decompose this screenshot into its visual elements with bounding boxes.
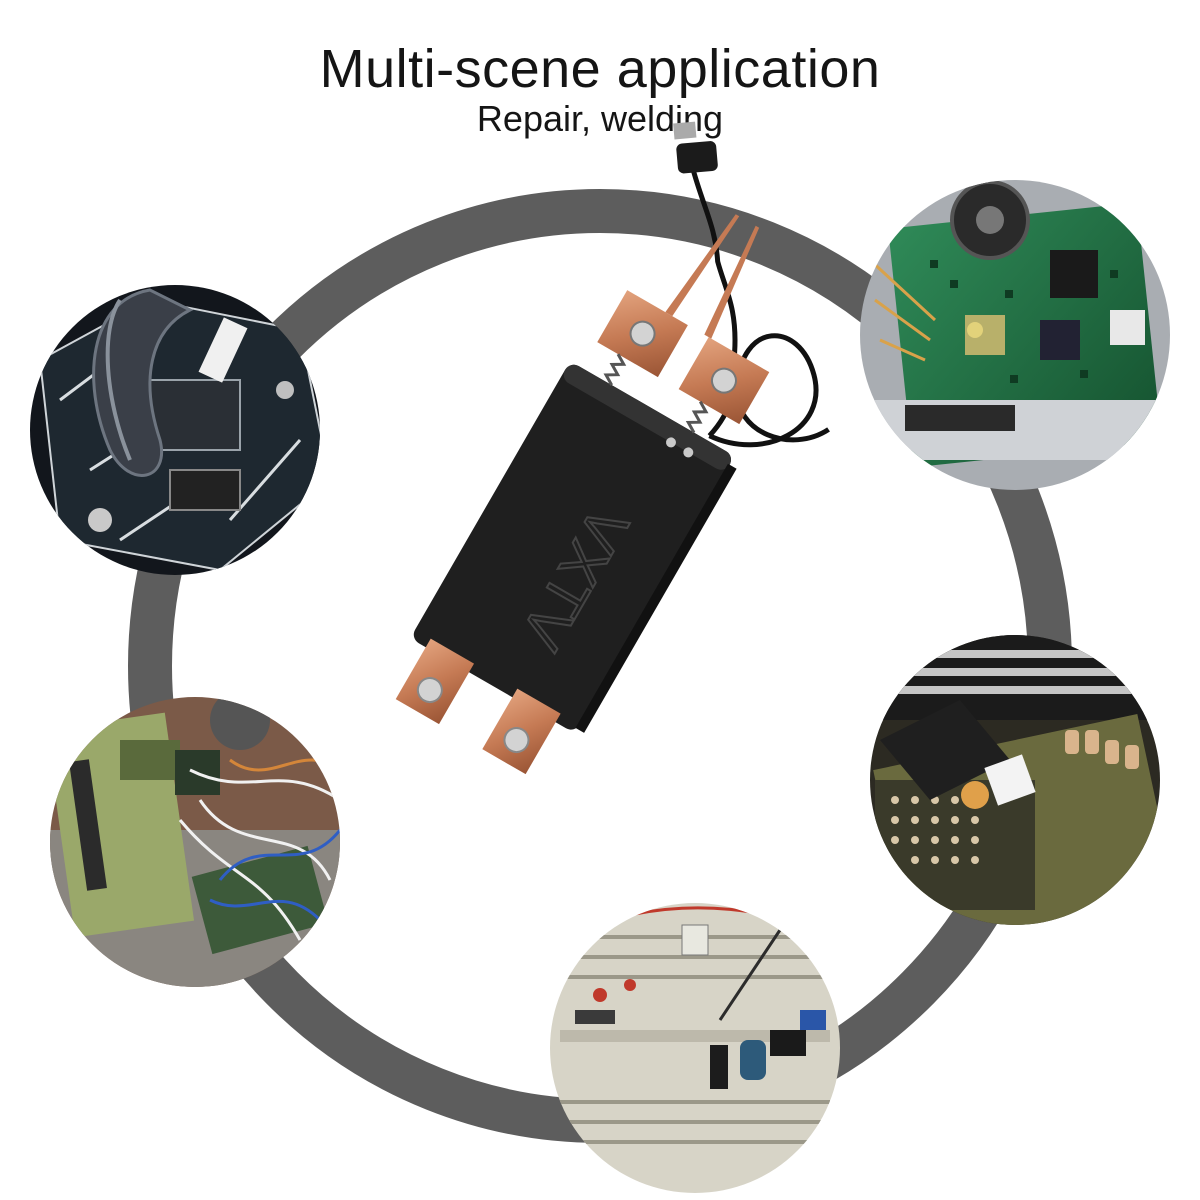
spot-welding-pen: VXTV (395, 121, 830, 775)
scene-wired-board-welding (50, 697, 340, 987)
page-title: Multi-scene application (319, 39, 881, 99)
scene-breadboard-circuit (550, 903, 840, 1193)
scene-motherboard-repair (860, 180, 1170, 490)
scene-chip-soldering (870, 635, 1160, 925)
